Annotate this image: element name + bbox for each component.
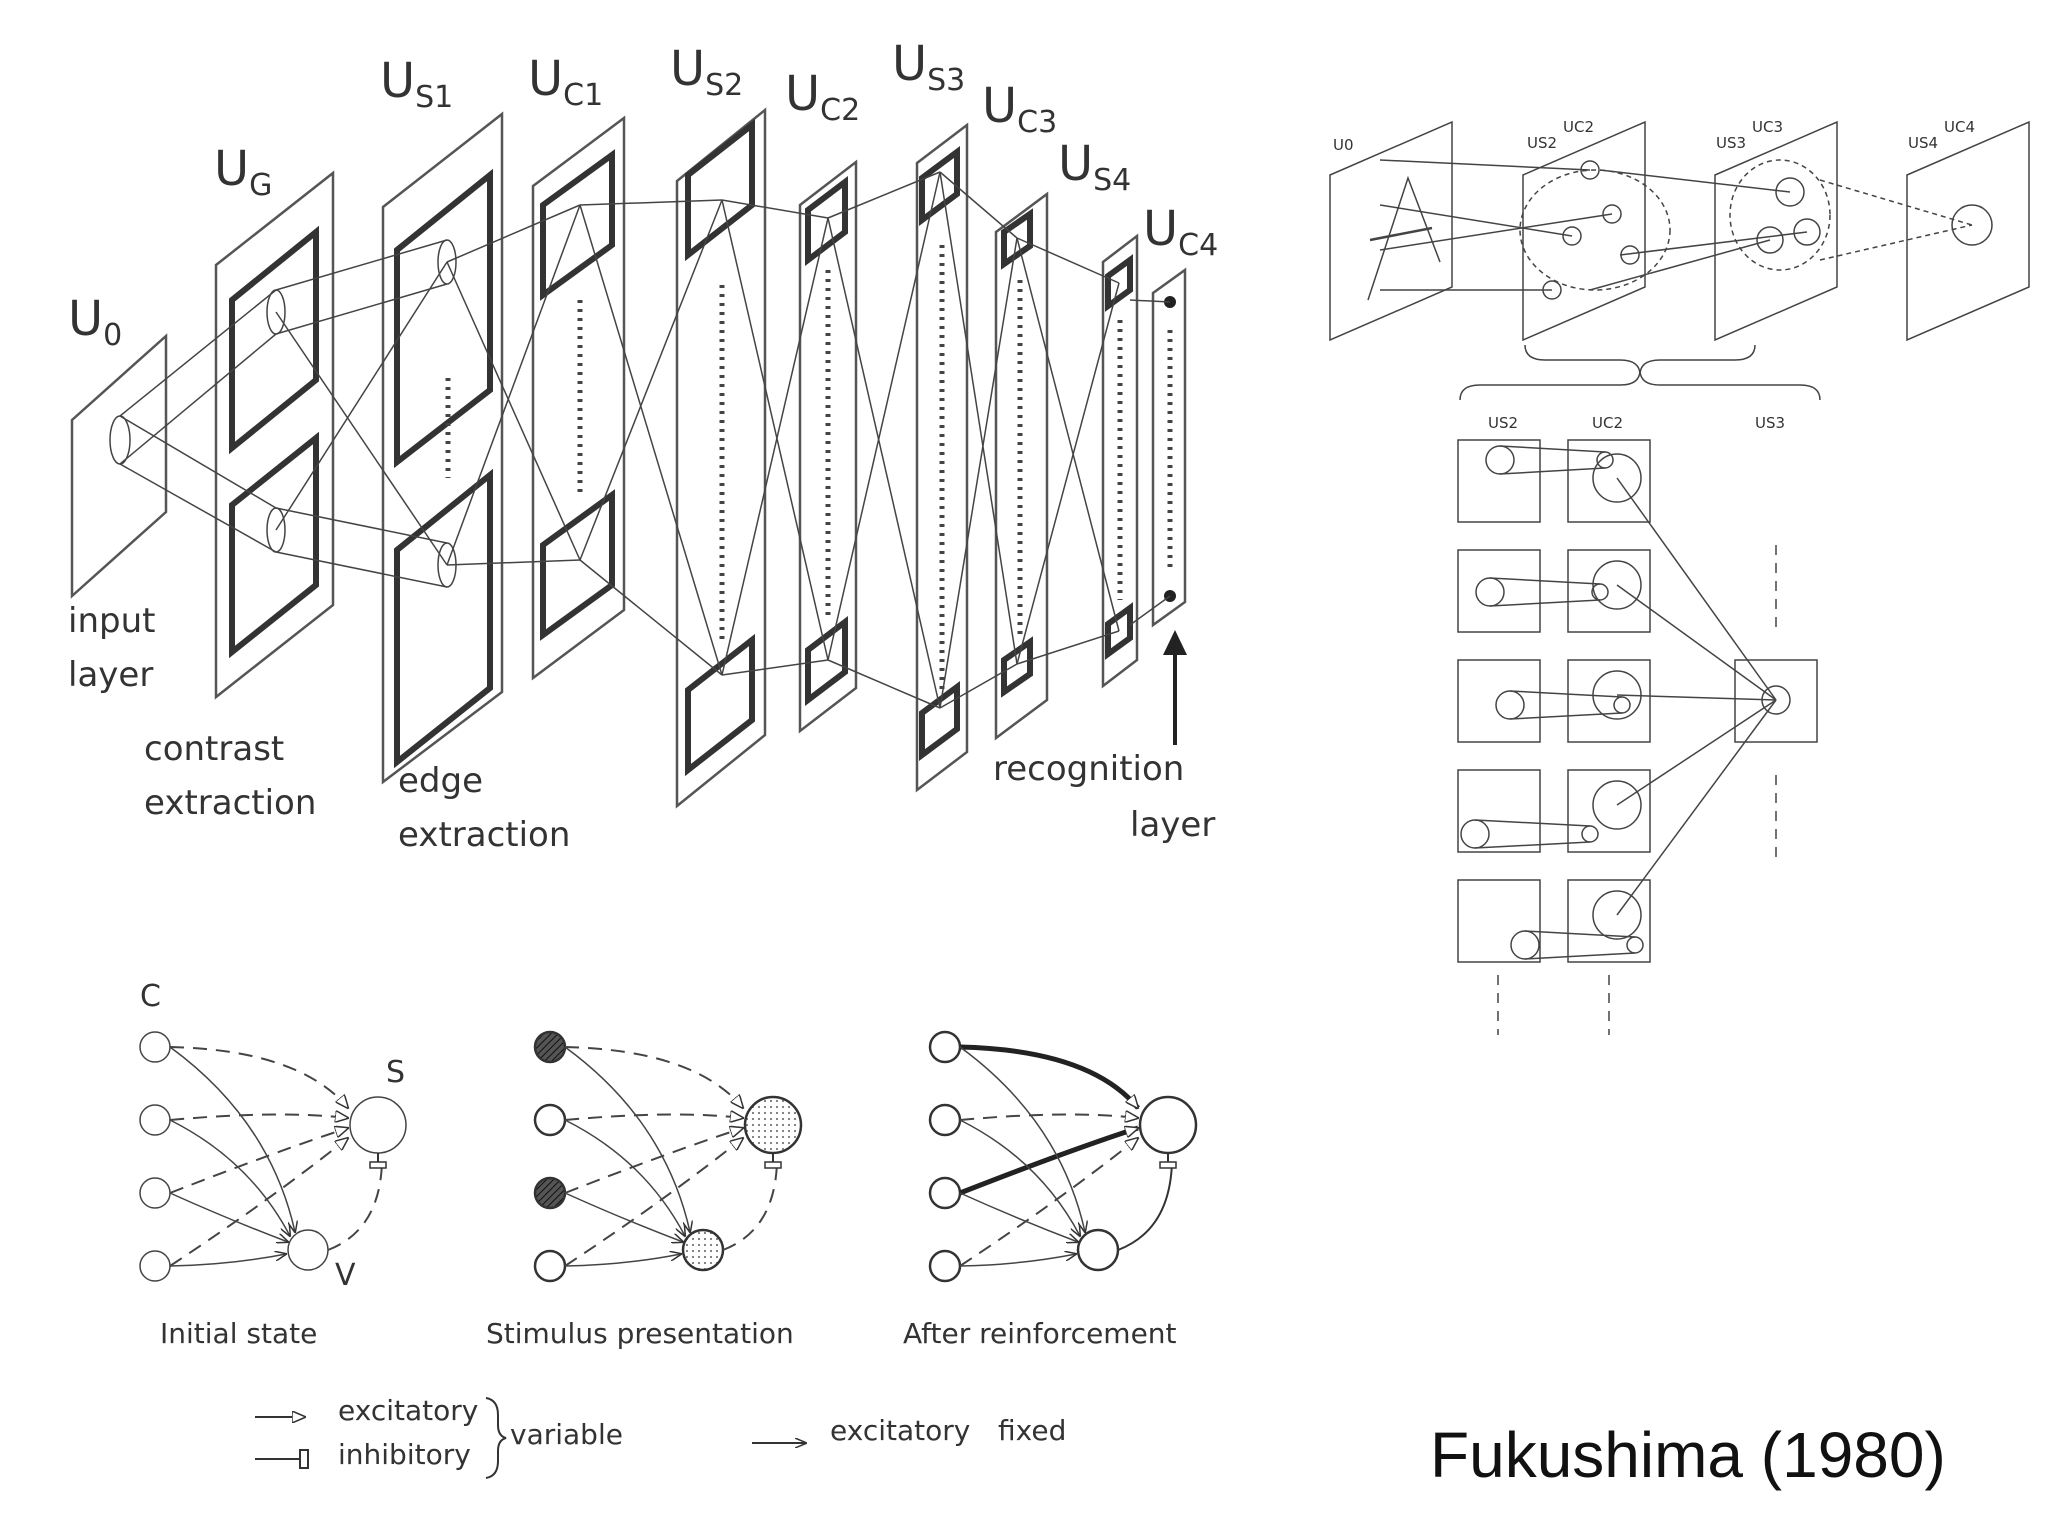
- label-detail-uc2: UC2: [1592, 414, 1623, 432]
- layer-uc4: [1151, 267, 1187, 628]
- plane-us3-uc3: [1714, 120, 1838, 342]
- caption-contrast-2: extraction: [144, 783, 316, 823]
- layer-labels: U0 UG US1 UC1 US2 UC2 US3 UC3 US4 UC4: [68, 36, 1218, 353]
- caption-contrast-1: contrast: [144, 729, 284, 769]
- learning-diagram: C S V: [139, 979, 1198, 1350]
- caption-input-1: input: [68, 601, 155, 641]
- label-uc4: UC4: [1143, 201, 1218, 263]
- label-top-us2: US2: [1527, 134, 1557, 152]
- credit-citation: Fukushima (1980): [1430, 1419, 1946, 1491]
- label-us4: US4: [1058, 136, 1131, 198]
- panel-after-reinforcement: [928, 1030, 1198, 1283]
- panel-label-initial: Initial state: [160, 1317, 317, 1350]
- label-detail-us3: US3: [1755, 414, 1785, 432]
- legend-excitatory-fixed: excitatory: [830, 1414, 970, 1447]
- layer-us3: [915, 122, 969, 793]
- layer-captions: input layer contrast extraction edge ext…: [68, 601, 1215, 855]
- label-node-v: V: [335, 1258, 356, 1293]
- panel-stimulus-presentation: [533, 1030, 803, 1283]
- layer-connections: [119, 171, 1171, 709]
- panel-label-reinforcement: After reinforcement: [903, 1317, 1177, 1350]
- label-detail-us2: US2: [1488, 414, 1518, 432]
- caption-recognition-1: recognition: [993, 749, 1184, 789]
- label-top-us3: US3: [1716, 134, 1746, 152]
- layer-u0: [70, 333, 168, 599]
- label-u0: U0: [68, 291, 122, 353]
- plane-u0: [1329, 120, 1453, 342]
- neocognitron-diagram: U0 UG US1 UC1 US2 UC2 US3 UC3 US4 UC4 in…: [68, 36, 1218, 855]
- layer-uc2: [798, 159, 858, 734]
- layer-uc1: [531, 115, 626, 681]
- panel-label-stimulus: Stimulus presentation: [486, 1317, 794, 1350]
- label-top-uc2: UC2: [1563, 118, 1594, 136]
- label-top-us4: US4: [1908, 134, 1938, 152]
- layer-us1: [381, 111, 504, 785]
- legend-excitatory: excitatory: [338, 1394, 478, 1427]
- label-top-u0: U0: [1333, 136, 1354, 154]
- label-us3: US3: [892, 36, 965, 98]
- caption-edge-2: extraction: [398, 815, 570, 855]
- label-ug: UG: [214, 141, 272, 203]
- label-top-uc3: UC3: [1752, 118, 1783, 136]
- plane-us2-uc2: [1522, 120, 1646, 342]
- label-node-s: S: [386, 1055, 405, 1090]
- layer-us2: [675, 107, 767, 809]
- label-top-uc4: UC4: [1944, 118, 1975, 136]
- legend: excitatory inhibitory variable excitator…: [255, 1394, 1066, 1479]
- plane-uc4: [1906, 120, 2030, 342]
- panel-initial-state: [139, 1031, 407, 1282]
- legend-variable: variable: [510, 1418, 623, 1451]
- feature-detail-grid: [1457, 439, 1818, 963]
- layer-uc3: [994, 191, 1049, 741]
- caption-recognition-2: layer: [1130, 805, 1215, 845]
- label-uc3: UC3: [982, 78, 1057, 140]
- legend-fixed: fixed: [998, 1414, 1066, 1447]
- caption-edge-1: edge: [398, 761, 483, 801]
- feature-hierarchy-diagram: U0 US2 UC2 US3 UC3 US4 UC4 US2 UC2 US3: [1329, 118, 2030, 1035]
- label-uc2: UC2: [785, 66, 860, 128]
- layer-us4: [1101, 233, 1139, 689]
- caption-input-2: layer: [68, 655, 153, 695]
- legend-inhibitory: inhibitory: [338, 1438, 471, 1471]
- label-uc1: UC1: [528, 51, 603, 113]
- label-us2: US2: [670, 41, 743, 103]
- feature-hierarchy-labels: U0 US2 UC2 US3 UC3 US4 UC4 US2 UC2 US3: [1333, 118, 1975, 432]
- label-node-c: C: [140, 979, 161, 1014]
- layer-ug: [214, 170, 335, 700]
- label-us1: US1: [380, 53, 453, 115]
